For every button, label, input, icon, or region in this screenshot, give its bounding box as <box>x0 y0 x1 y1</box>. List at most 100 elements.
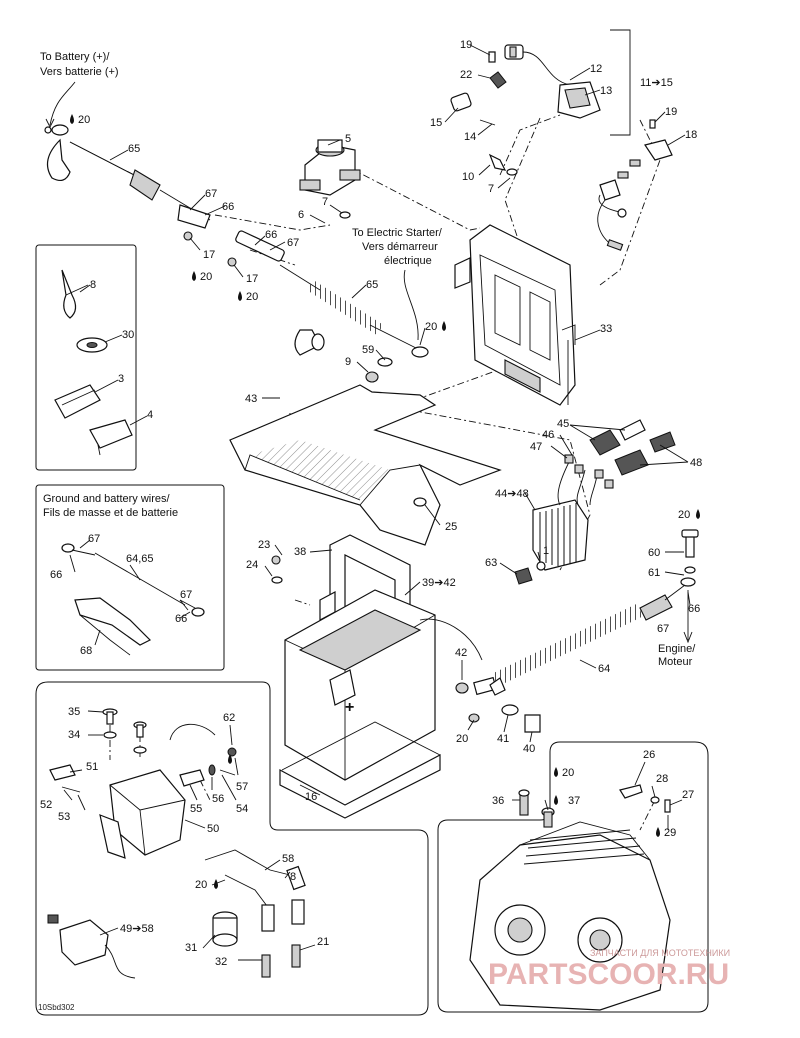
label-31: 31 <box>185 942 197 954</box>
part-number-labels: 19 12 22 13 11➔15 15 14 19 18 10 7 20 65… <box>40 39 702 968</box>
ignition-inset-box <box>35 681 429 1016</box>
label-29: 29 <box>664 827 676 839</box>
label-20h: 20 <box>195 879 207 891</box>
label-12: 12 <box>590 63 602 75</box>
svg-text:+: + <box>345 699 354 716</box>
label-20e: 20 <box>678 509 690 521</box>
label-1: 1 <box>543 545 549 557</box>
label-15: 15 <box>430 117 442 129</box>
label-27: 27 <box>682 789 694 801</box>
battery-tray-25 <box>229 384 502 546</box>
label-66e: 66 <box>688 603 700 615</box>
label-20b: 20 <box>200 271 212 283</box>
label-41: 41 <box>497 733 509 745</box>
label-4: 4 <box>147 409 153 421</box>
battery-and-bracket: + <box>271 534 497 819</box>
label-67e: 67 <box>657 623 669 635</box>
label-51: 51 <box>86 761 98 773</box>
label-13: 13 <box>600 85 612 97</box>
label-6: 6 <box>298 209 304 221</box>
label-5: 5 <box>345 133 351 145</box>
label-68: 68 <box>80 645 92 657</box>
label-52: 52 <box>40 799 52 811</box>
label-49-58: 49➔58 <box>120 923 154 935</box>
battery-cable-65-top <box>44 124 211 229</box>
label-64b: 64 <box>598 663 610 675</box>
label-60: 60 <box>648 547 660 559</box>
label-20g: 20 <box>562 767 574 779</box>
label-46: 46 <box>542 429 554 441</box>
label-66d: 66 <box>175 613 187 625</box>
label-20d: 20 <box>425 321 437 333</box>
label-61: 61 <box>648 567 660 579</box>
label-23: 23 <box>258 539 270 551</box>
ignition-coil-parts <box>47 708 306 979</box>
label-67c: 67 <box>88 533 100 545</box>
label-8b: 8 <box>290 871 296 883</box>
battery-cable-65-middle <box>183 230 429 383</box>
connector-18-group <box>597 139 673 251</box>
mounting-plate-33 <box>454 224 576 406</box>
label-44-48: 44➔48 <box>495 488 529 500</box>
label-37: 37 <box>568 795 580 807</box>
label-39-42: 39➔42 <box>422 577 456 589</box>
label-67b: 67 <box>287 237 299 249</box>
engine-block <box>469 784 671 1011</box>
caption-ground-1: Ground and battery wires/ <box>43 493 171 505</box>
label-43: 43 <box>245 393 257 405</box>
label-28: 28 <box>656 773 668 785</box>
label-20f: 20 <box>456 733 468 745</box>
caption-engine-1: Engine/ <box>658 643 696 655</box>
label-57: 57 <box>236 781 248 793</box>
label-8a: 8 <box>90 279 96 291</box>
label-7a: 7 <box>488 183 494 195</box>
label-35: 35 <box>68 706 80 718</box>
label-33: 33 <box>600 323 612 335</box>
accessory-inset-box <box>35 244 137 471</box>
label-3: 3 <box>118 373 124 385</box>
label-17a: 17 <box>203 249 215 261</box>
label-26: 26 <box>643 749 655 761</box>
label-19a: 19 <box>460 39 472 51</box>
ground-wires-inset-box <box>35 484 225 671</box>
label-10: 10 <box>462 171 474 183</box>
label-55: 55 <box>190 803 202 815</box>
caption-to-battery-1: To Battery (+)/ <box>40 51 110 63</box>
label-11-15: 11➔15 <box>640 77 673 89</box>
label-9: 9 <box>345 356 351 368</box>
label-21: 21 <box>317 936 329 948</box>
label-67d: 67 <box>180 589 192 601</box>
voltage-regulator-44-48 <box>514 419 676 585</box>
caption-ground-2: Fils de masse et de batterie <box>43 507 178 519</box>
accessory-parts <box>54 269 133 456</box>
label-18: 18 <box>685 129 697 141</box>
label-47: 47 <box>530 441 542 453</box>
label-67a: 67 <box>205 188 217 200</box>
label-19b: 19 <box>665 106 677 118</box>
label-14: 14 <box>464 131 476 143</box>
label-59: 59 <box>362 344 374 356</box>
caption-to-battery-2: Vers batterie (+) <box>40 66 119 78</box>
label-24: 24 <box>246 559 258 571</box>
label-7b: 7 <box>322 196 328 208</box>
cable-captions: To Battery (+)/ Vers batterie (+) To Ele… <box>40 51 696 668</box>
label-34: 34 <box>68 729 80 741</box>
watermark-subtitle: ЗАПЧАСТИ ДЛЯ МОТОТЕХНИКИ <box>590 948 730 958</box>
label-62: 62 <box>223 712 235 724</box>
label-17b: 17 <box>246 273 258 285</box>
lubricant-drop-icons <box>70 114 700 889</box>
label-66b: 66 <box>265 229 277 241</box>
label-30: 30 <box>122 329 134 341</box>
caption-to-starter-2: Vers démarreur <box>362 241 438 253</box>
caption-to-starter-3: électrique <box>384 255 432 267</box>
label-53: 53 <box>58 811 70 823</box>
label-20a: 20 <box>78 114 90 126</box>
label-65a: 65 <box>128 143 140 155</box>
label-50: 50 <box>207 823 219 835</box>
label-54: 54 <box>236 803 248 815</box>
label-64-65: 64,65 <box>126 553 154 565</box>
caption-engine-2: Moteur <box>658 656 693 668</box>
label-16: 16 <box>305 791 317 803</box>
